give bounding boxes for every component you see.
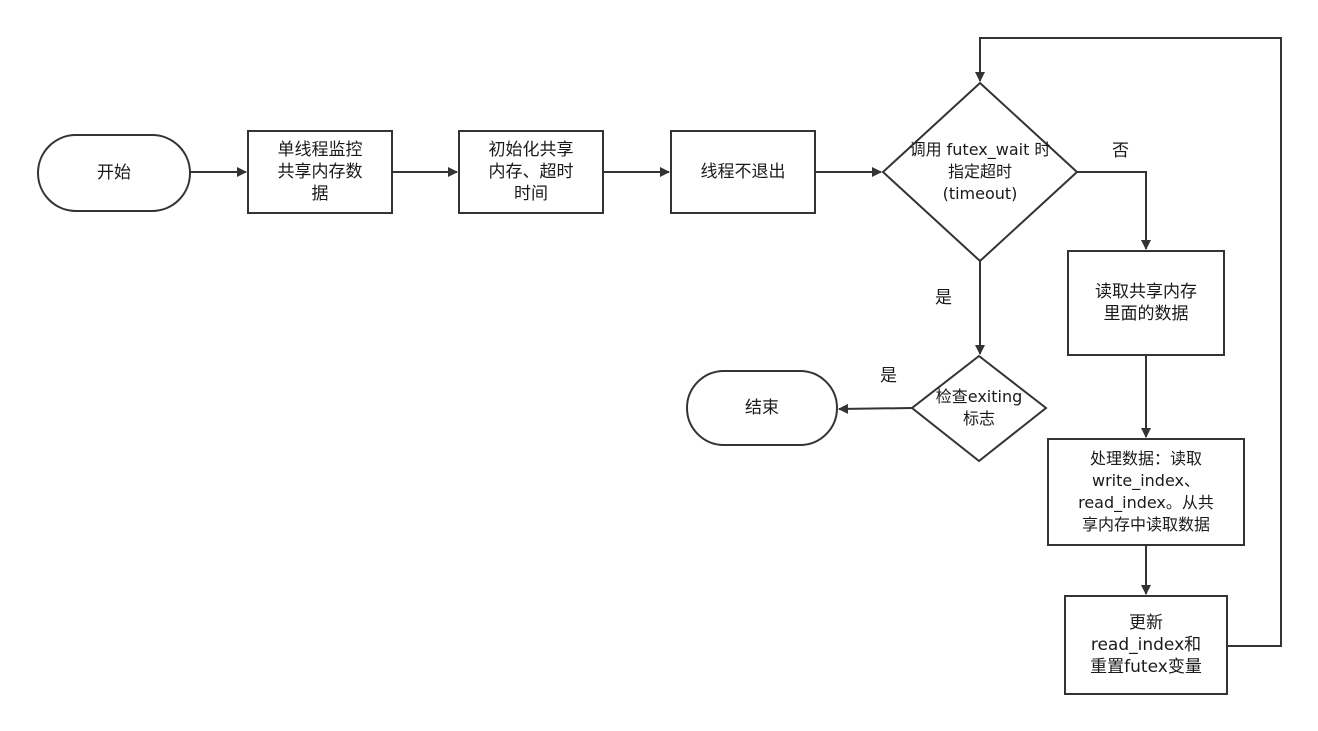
monitor-box-shape — [247, 130, 393, 214]
edge-check-yes-to-end — [838, 403, 913, 414]
monitor-label: 单线程监控 共享内存数 据 — [277, 140, 363, 204]
edge-update-loop-back-to-wait — [975, 37, 1282, 647]
end-label: 结束 — [745, 398, 779, 418]
process-label: 处理数据：读取 write_index、 read_index。从共 享内存中读… — [1078, 449, 1214, 534]
check-decision-shape — [910, 354, 1048, 463]
yes-wait-edge-label: 是 — [935, 288, 952, 308]
start-label: 开始 — [97, 163, 131, 183]
init-label: 初始化共享 内存、超时 时间 — [488, 140, 574, 204]
no-edge-label: 否 — [1112, 141, 1129, 161]
yes-check-edge-label: 是 — [880, 366, 897, 386]
wait-decision-label: 调用 futex_wait 时 指定超时 (timeout) — [909, 140, 1051, 203]
update-box-shape — [1064, 595, 1228, 695]
loop-box-shape — [670, 130, 816, 214]
edge-wait-no-to-read — [1077, 171, 1151, 250]
update-label: 更新 read_index和 重置futex变量 — [1090, 613, 1202, 677]
init-box-shape — [458, 130, 604, 214]
loop-label: 线程不退出 — [700, 162, 786, 182]
read-label: 读取共享内存 里面的数据 — [1095, 282, 1197, 324]
end-terminal-shape — [686, 370, 838, 446]
check-decision-label: 检查exiting 标志 — [935, 387, 1023, 428]
process-box-shape — [1047, 438, 1245, 546]
